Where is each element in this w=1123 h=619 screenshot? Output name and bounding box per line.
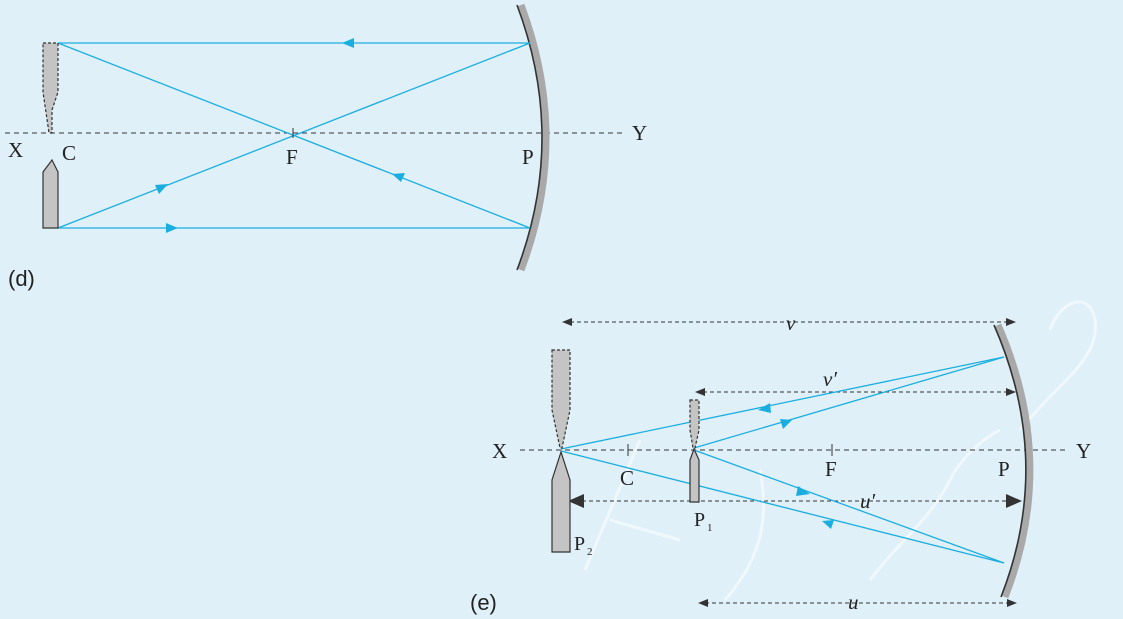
image-d xyxy=(42,42,59,134)
ray-arrow-left-d xyxy=(342,38,354,48)
caption-d: (d) xyxy=(8,266,35,291)
label-dim-v-prime: v′ xyxy=(823,367,837,391)
label-y-d: Y xyxy=(632,121,647,145)
object-p1 xyxy=(689,447,700,503)
dim-v-prime-left-arrow xyxy=(695,388,705,396)
label-p2-sub: 2 xyxy=(587,546,593,558)
label-f-d: F xyxy=(286,145,298,169)
label-f-e: F xyxy=(825,457,837,481)
mirror-reflecting-surface-d xyxy=(516,4,543,271)
label-x-d: X xyxy=(8,138,23,162)
label-p-e: P xyxy=(998,457,1010,481)
label-c-e: C xyxy=(620,466,634,490)
ray-arrow-right-d xyxy=(166,223,178,233)
ray-reflected-top-e xyxy=(560,356,1005,450)
label-p1-sub: 1 xyxy=(707,522,713,534)
ray-arrow-diag-d xyxy=(392,173,405,182)
mirror-reflecting-surface-e xyxy=(993,324,1027,598)
object-d xyxy=(42,158,59,229)
watermark-graphic xyxy=(583,300,1097,601)
ray-arrow-3-e xyxy=(796,486,810,496)
ray-reflected-bottom-e xyxy=(693,449,1005,564)
dim-u-prime-right-arrow xyxy=(1006,494,1022,508)
label-y-e: Y xyxy=(1076,439,1091,463)
dim-v-left-arrow xyxy=(562,318,572,326)
label-dim-u-prime: u′ xyxy=(860,489,876,513)
ray-arrow-2-e xyxy=(780,419,792,429)
object-p1-top xyxy=(689,399,700,449)
panel-d: X C F P Y (d) xyxy=(5,3,647,291)
image-p2 xyxy=(551,450,571,553)
dim-v-right-arrow xyxy=(1006,318,1016,326)
concave-mirror-e xyxy=(994,323,1034,599)
label-p-d: P xyxy=(522,145,534,169)
dim-u-left-arrow xyxy=(698,599,708,607)
ray-arrow-4-e xyxy=(822,520,834,529)
image-p2-top xyxy=(551,349,571,449)
label-dim-v: v xyxy=(786,311,796,335)
panel-e: X C F P Y P 1 P 2 v v′ u′ u (e) xyxy=(470,311,1091,615)
label-p1-main: P xyxy=(694,509,705,531)
ray-arrow-up-d xyxy=(155,184,168,194)
dim-u-right-arrow xyxy=(1007,599,1017,607)
caption-e: (e) xyxy=(470,590,497,615)
dim-v-prime-right-arrow xyxy=(1006,388,1016,396)
label-dim-u: u xyxy=(848,590,859,614)
label-p2-main: P xyxy=(574,533,585,555)
ray-to-mirror-bottom-e xyxy=(560,450,1005,564)
concave-mirror-d xyxy=(517,3,550,272)
ray-to-mirror-top-e xyxy=(693,356,1005,449)
ray-through-focus-d xyxy=(57,42,531,229)
label-c-d: C xyxy=(62,141,76,165)
ray-arrow-1-e xyxy=(758,403,771,413)
label-x-e: X xyxy=(492,439,507,463)
dim-u-prime-left-arrow xyxy=(568,494,584,508)
